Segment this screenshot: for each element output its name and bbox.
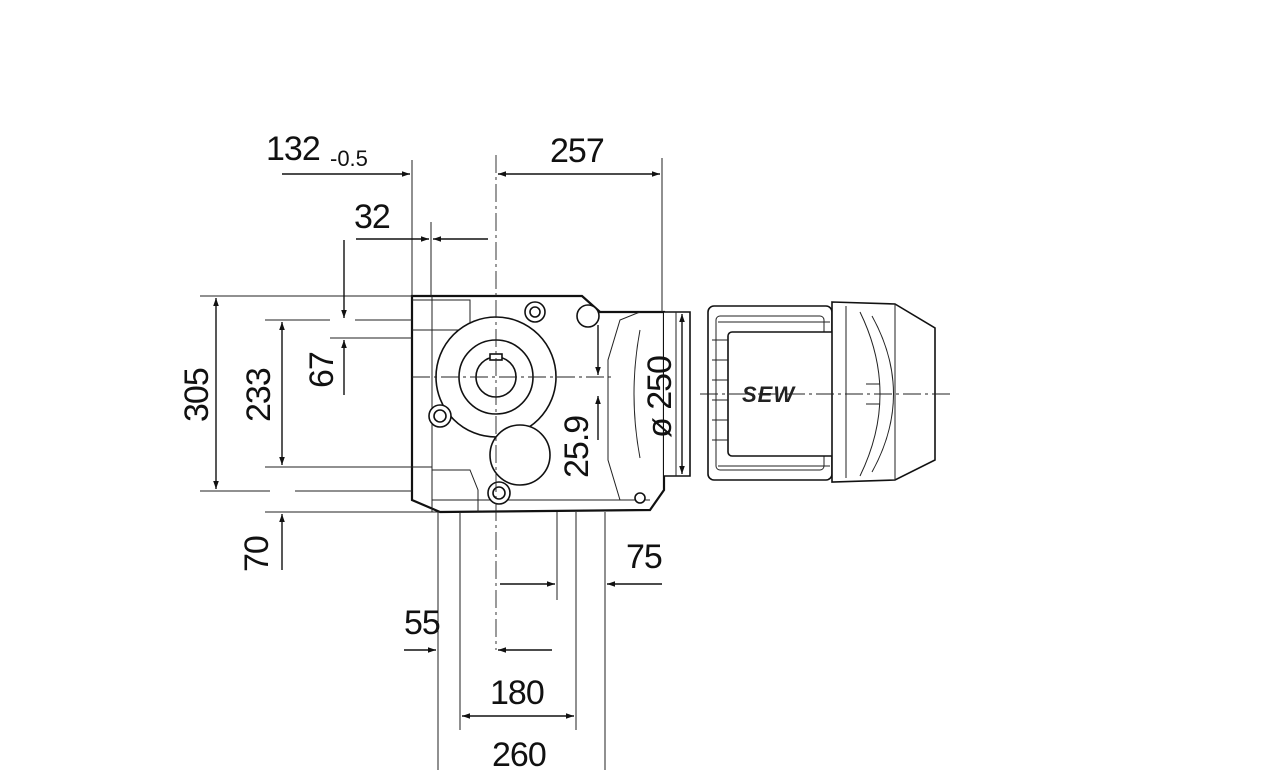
dim-75: 75 [626, 538, 662, 576]
dim-motor-diameter: ø 250 [641, 356, 679, 438]
extension-lines [200, 158, 663, 770]
motor-fan-cover [831, 301, 936, 483]
dim-32: 32 [354, 198, 390, 236]
center-lines [412, 155, 950, 650]
dim-305: 305 [178, 368, 216, 422]
dimension-labels: 132 -0.5 257 32 305 233 67 25.9 ø 250 70… [178, 130, 679, 770]
dim-67: 67 [303, 352, 341, 388]
dim-132: 132 [266, 130, 320, 168]
dim-25-9: 25.9 [558, 416, 596, 478]
dim-260: 260 [492, 736, 546, 770]
dim-233: 233 [240, 368, 278, 422]
sew-logo: SEW [742, 382, 796, 407]
dimension-lines [213, 171, 685, 719]
dim-70: 70 [238, 536, 276, 572]
dim-180: 180 [490, 674, 544, 712]
housing-bolt-holes [428, 301, 646, 505]
dim-132-tolerance: -0.5 [330, 146, 368, 171]
dim-55: 55 [404, 604, 440, 642]
dim-257: 257 [550, 132, 604, 170]
